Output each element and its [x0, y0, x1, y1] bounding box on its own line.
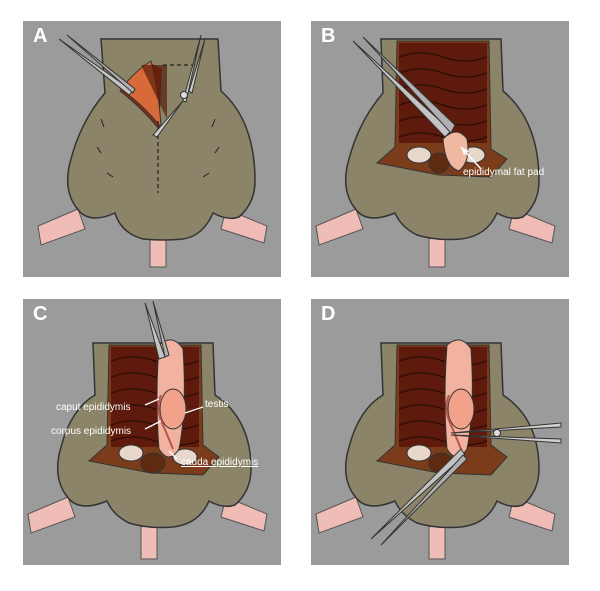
intestine-folds [110, 356, 200, 446]
scissors-blade [182, 34, 202, 103]
testis [159, 388, 187, 430]
left-leg [315, 496, 364, 534]
panel-letter-b: B [321, 25, 336, 47]
fat-pad-arrow-head [461, 147, 469, 155]
panel-a-illustration [37, 34, 268, 268]
nipple-marks [96, 118, 220, 178]
epididymis [445, 394, 462, 450]
label-caput-epididymis: caput epididymis [56, 402, 131, 413]
forceps-arm [152, 300, 170, 358]
scissors-pivot [180, 91, 188, 99]
forceps [370, 448, 466, 540]
label-testis: testis [205, 399, 229, 410]
epididymis [157, 394, 174, 450]
forceps-arm [380, 454, 468, 546]
label-corpus-epididymis: corpus epididymis [51, 426, 132, 437]
corpus-arrow [144, 420, 162, 430]
forceps-arm [66, 34, 136, 94]
scissors-handle [152, 100, 184, 138]
panel-d: D [311, 299, 569, 565]
exposed-cavity [141, 65, 167, 119]
bladder [140, 452, 166, 474]
seminal-vesicle-left [118, 444, 144, 462]
panel-c: C testis caput epididymis corpus epididy… [23, 299, 281, 565]
panel-a: A [23, 21, 281, 277]
left-leg [315, 208, 364, 246]
forceps [144, 302, 166, 360]
panel-d-illustration [315, 339, 562, 560]
scissors-blade-2 [450, 434, 562, 444]
epididymal-fat-pad [442, 131, 469, 172]
panel-b-illustration [315, 36, 556, 268]
seminal-vesicle-right [172, 448, 198, 466]
mouse-body [66, 38, 256, 241]
left-leg [27, 496, 76, 534]
caput-arrow [144, 398, 160, 406]
label-epididymal-fat-pad: epididymal fat pad [463, 167, 545, 178]
panel-c-illustration [27, 300, 268, 560]
cut-line [157, 64, 198, 193]
scissors-blade [450, 422, 562, 434]
forceps [58, 38, 134, 96]
scissors-pivot [493, 429, 501, 437]
testis [447, 388, 475, 430]
forceps-arm [362, 36, 456, 134]
intestine-folds [398, 52, 488, 142]
panel-b: B epididymal fat pad [311, 21, 569, 277]
label-cauda-epididymis: cauda epididymis [181, 457, 259, 468]
scissors-blade-2 [188, 38, 206, 94]
panel-letter-c: C [33, 303, 48, 325]
panel-letter-a: A [33, 25, 48, 47]
seminal-vesicle-left [406, 444, 432, 462]
intestine-folds [398, 356, 488, 446]
seminal-vesicle-left [406, 146, 432, 164]
cauda-arrow [168, 450, 178, 460]
left-leg [37, 208, 86, 246]
testis-arrow [184, 406, 204, 414]
forceps [352, 40, 452, 138]
panel-letter-d: D [321, 303, 336, 325]
